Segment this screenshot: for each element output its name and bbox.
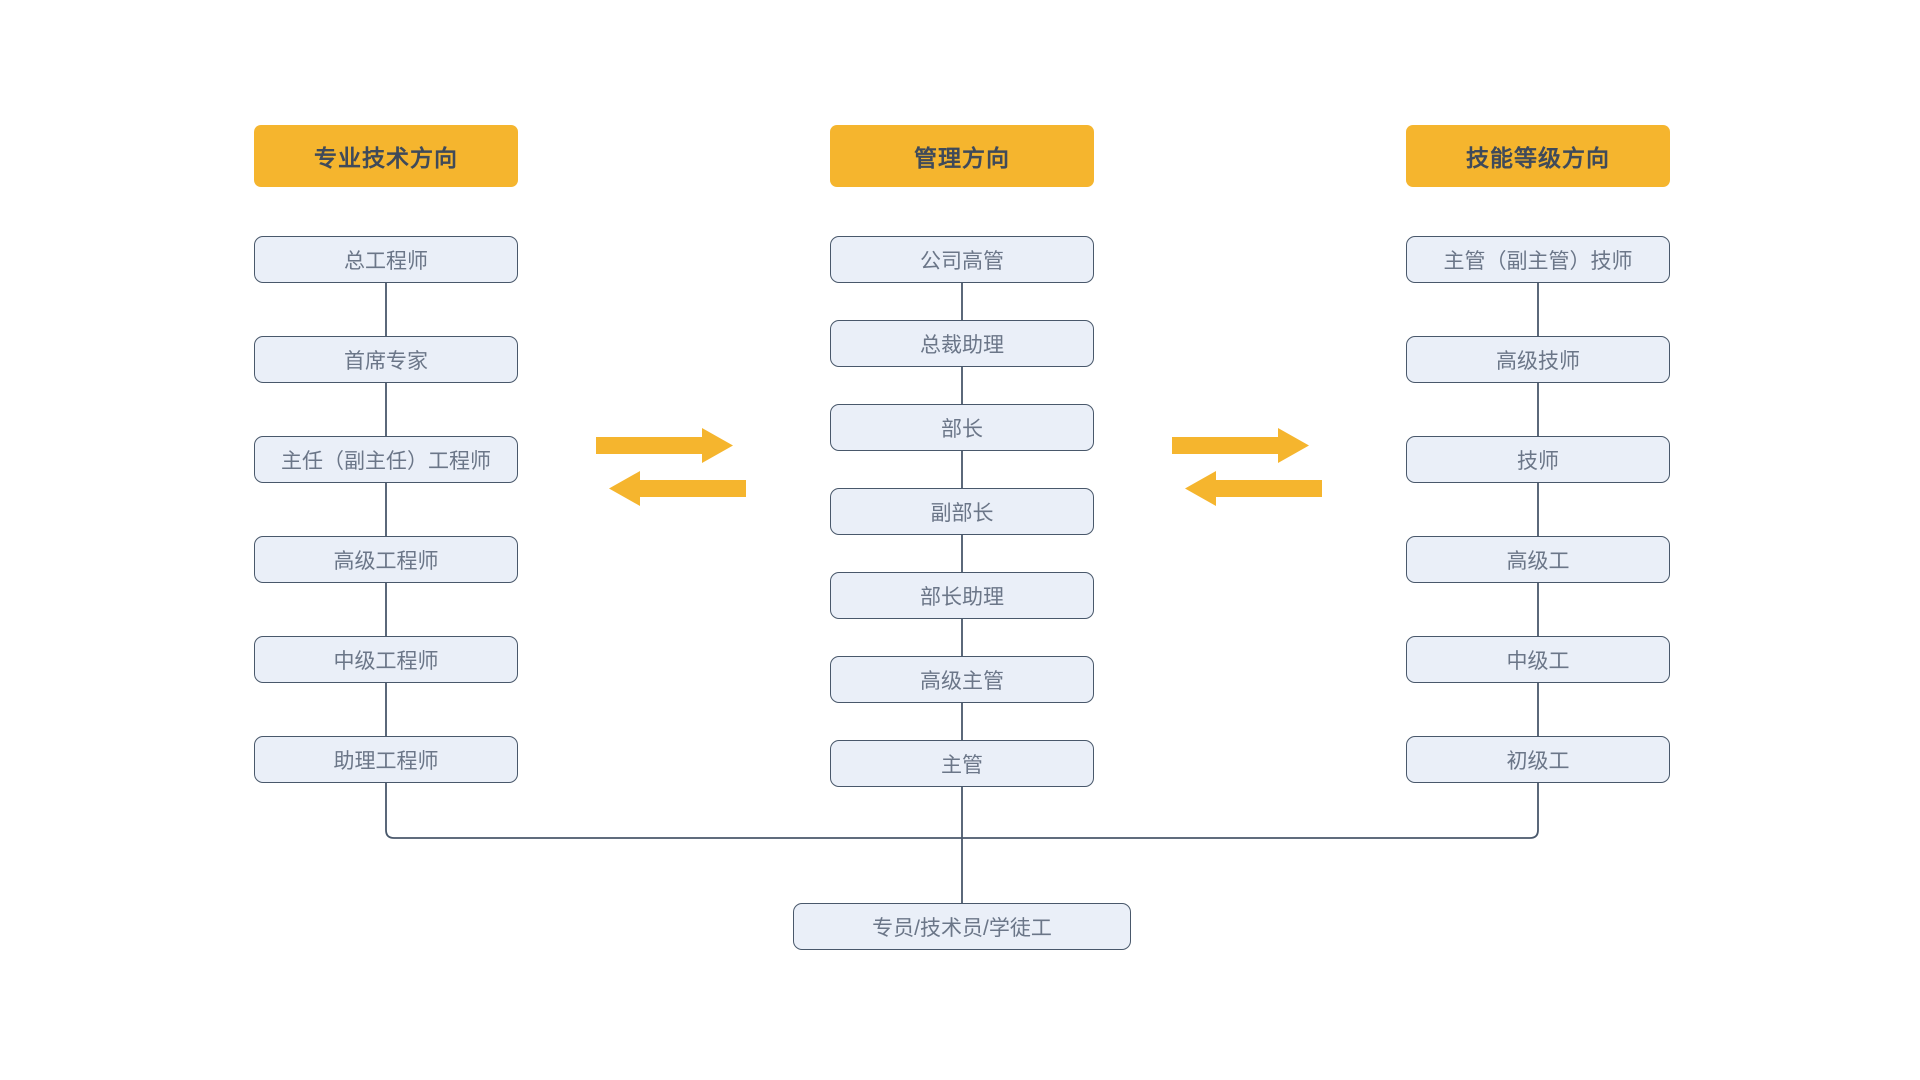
column-header-skill: 技能等级方向 bbox=[1406, 125, 1670, 187]
node-technical-3[interactable]: 高级工程师 bbox=[254, 536, 518, 583]
node-technical-1[interactable]: 首席专家 bbox=[254, 336, 518, 383]
node-management-4[interactable]: 部长助理 bbox=[830, 572, 1094, 619]
node-technical-2[interactable]: 主任（副主任）工程师 bbox=[254, 436, 518, 483]
node-technical-4[interactable]: 中级工程师 bbox=[254, 636, 518, 683]
node-skill-2[interactable]: 技师 bbox=[1406, 436, 1670, 483]
arrow-left-icon bbox=[609, 471, 746, 506]
arrow-right-icon bbox=[1172, 428, 1309, 463]
node-management-2[interactable]: 部长 bbox=[830, 404, 1094, 451]
node-skill-4[interactable]: 中级工 bbox=[1406, 636, 1670, 683]
arrow-right-icon bbox=[596, 428, 733, 463]
node-skill-3[interactable]: 高级工 bbox=[1406, 536, 1670, 583]
node-management-6[interactable]: 主管 bbox=[830, 740, 1094, 787]
node-management-0[interactable]: 公司高管 bbox=[830, 236, 1094, 283]
node-management-5[interactable]: 高级主管 bbox=[830, 656, 1094, 703]
node-skill-1[interactable]: 高级技师 bbox=[1406, 336, 1670, 383]
exchange-arrows-right bbox=[1172, 428, 1322, 506]
node-technical-0[interactable]: 总工程师 bbox=[254, 236, 518, 283]
node-skill-0[interactable]: 主管（副主管）技师 bbox=[1406, 236, 1670, 283]
node-skill-5[interactable]: 初级工 bbox=[1406, 736, 1670, 783]
arrow-left-icon bbox=[1185, 471, 1322, 506]
column-header-management: 管理方向 bbox=[830, 125, 1094, 187]
node-base-entry[interactable]: 专员/技术员/学徒工 bbox=[793, 903, 1131, 950]
column-header-technical: 专业技术方向 bbox=[254, 125, 518, 187]
node-management-1[interactable]: 总裁助理 bbox=[830, 320, 1094, 367]
node-technical-5[interactable]: 助理工程师 bbox=[254, 736, 518, 783]
node-management-3[interactable]: 副部长 bbox=[830, 488, 1094, 535]
exchange-arrows-left bbox=[596, 428, 746, 506]
